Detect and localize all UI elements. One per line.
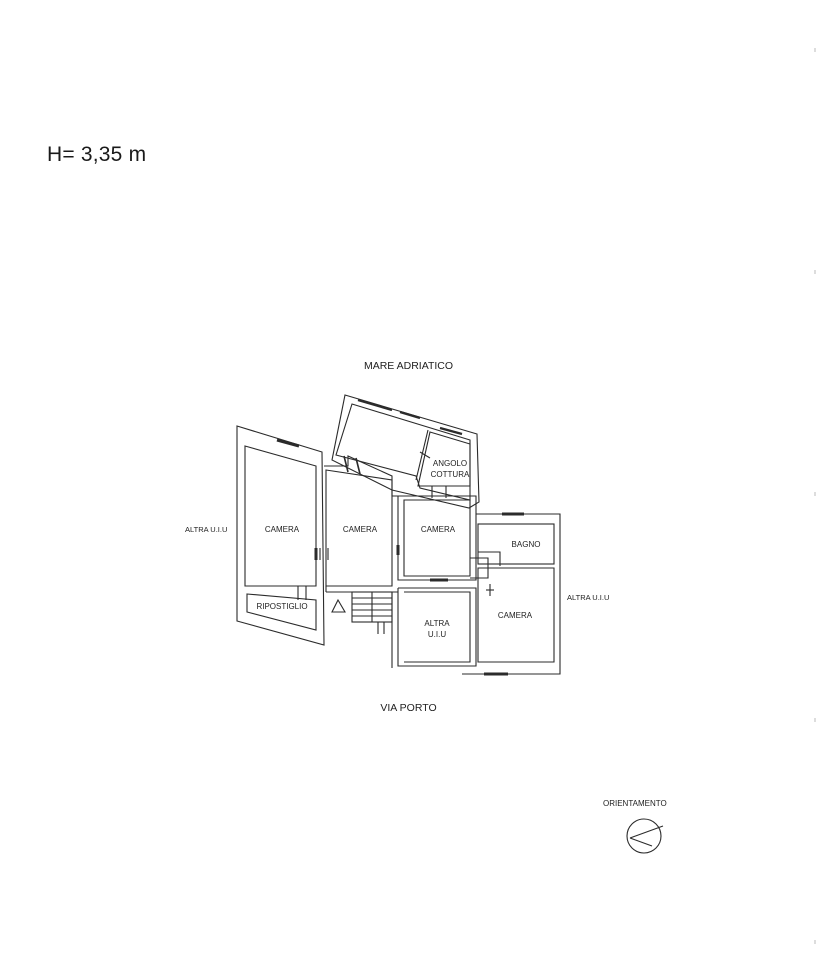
door-leaf (343, 455, 349, 473)
altra-uiu-outer (397, 587, 477, 667)
east-wing-outer-wall (462, 513, 561, 675)
north-room-inner (335, 403, 471, 501)
north-label: MARE ADRIATICO (363, 360, 454, 372)
south-label: VIA PORTO (380, 702, 437, 714)
east-label: ALTRA U.I.U (567, 593, 610, 602)
west-wing-walls (236, 425, 325, 646)
window (439, 426, 463, 436)
room-label-camera-3: CAMERA (421, 525, 456, 534)
compass-circle (626, 818, 662, 854)
room-label-ripostiglio: RIPOSTIGLIO (256, 602, 307, 611)
orientation-label: ORIENTAMENTO (603, 799, 667, 808)
angolo-cottura-room (417, 431, 471, 487)
window (276, 438, 300, 448)
north-block-outer-wall (331, 394, 480, 509)
camera-1-room (244, 445, 317, 587)
east-wing-walls (462, 512, 561, 676)
door-niche (470, 557, 489, 579)
central-walls (319, 455, 398, 593)
camera-3-walls (396, 495, 477, 582)
room-label-camera-2: CAMERA (343, 525, 378, 534)
door-niche (478, 551, 501, 566)
room-label-uiu: U.I.U (428, 630, 446, 639)
camera-2-room (325, 469, 393, 587)
room-label-angolo: ANGOLO (433, 459, 467, 468)
ceiling-height-label: H= 3,35 m (47, 143, 147, 166)
compass (626, 818, 664, 854)
entrance-marker-triangle (331, 598, 346, 613)
altra-uiu-inner (404, 591, 471, 663)
window (399, 410, 421, 420)
rotated-north-block (331, 394, 480, 509)
room-label-camera-1: CAMERA (265, 525, 300, 534)
compass-needle (629, 825, 664, 839)
west-wing-outer-wall (236, 425, 325, 646)
room-label-camera-4: CAMERA (498, 611, 533, 620)
ripostiglio-room (246, 593, 317, 631)
west-label: ALTRA U.I.U (185, 525, 228, 534)
room-label-cottura: COTTURA (431, 470, 470, 479)
bagno-room (477, 523, 555, 565)
camera-3-room (403, 499, 471, 577)
kitchen-partition (415, 429, 429, 481)
entrance-stairs (331, 591, 393, 634)
altra-uiu-walls (391, 587, 477, 668)
room-label-altra: ALTRA (424, 619, 450, 628)
compass-needle (629, 837, 653, 847)
window (357, 398, 393, 412)
camera-3-outer (397, 495, 477, 581)
camera-4-room (477, 567, 555, 663)
door-mark (419, 451, 431, 459)
room-label-bagno: BAGNO (512, 540, 541, 549)
